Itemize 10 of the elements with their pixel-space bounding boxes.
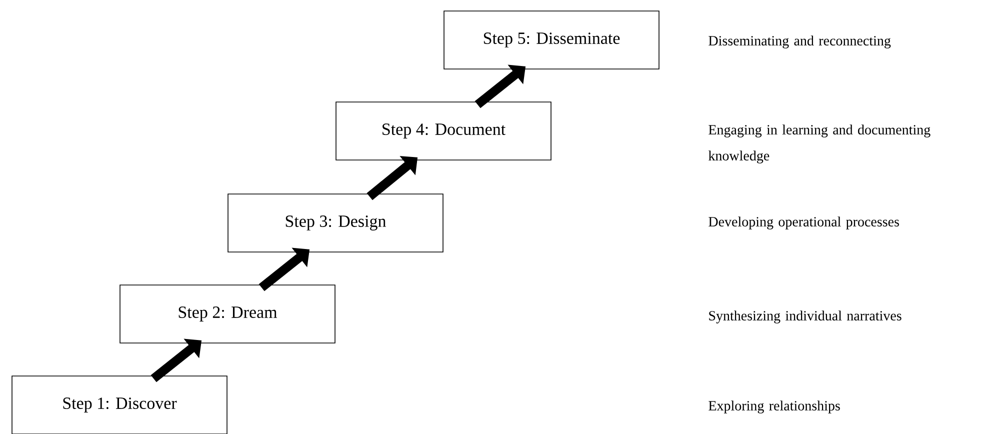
step-box: Step 4: Document: [336, 102, 552, 160]
step-description: Disseminating and reconnecting: [708, 36, 891, 48]
step-box: Step 2: Dream: [120, 284, 336, 344]
step-box: Step 1: Discover: [12, 376, 228, 434]
step-box: Step 5: Disseminate: [444, 10, 660, 70]
step-description: Engaging in learning and documenting knowledge: [708, 124, 930, 164]
step-box: Step 3: Design: [228, 194, 444, 252]
step-description: Developing operational processes: [708, 216, 899, 230]
step-description: Exploring relationships: [708, 400, 840, 414]
step-description: Synthesizing individual narratives: [709, 310, 902, 324]
